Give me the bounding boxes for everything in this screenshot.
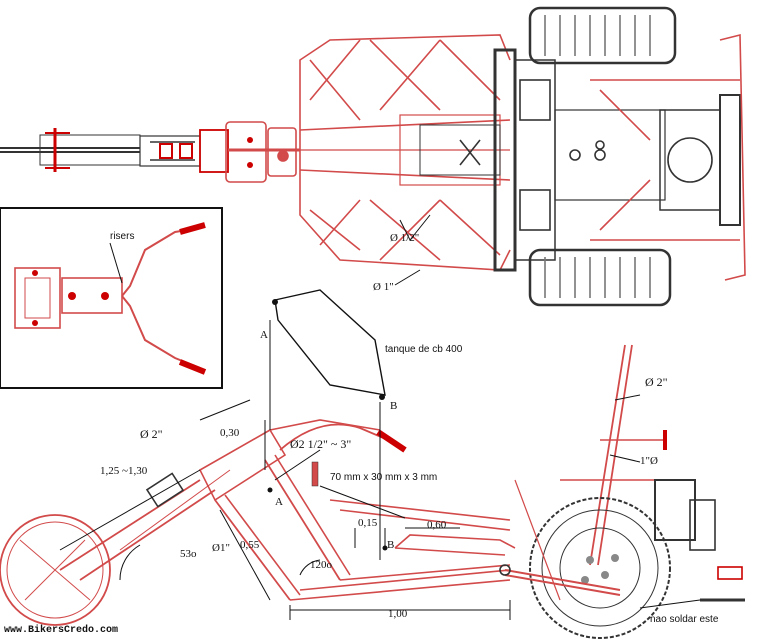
point-a-top-label: A — [260, 329, 268, 341]
watermark-text: www.BikersCredo.com — [4, 625, 119, 636]
dimension-030-label: 0,30 — [220, 427, 240, 439]
point-b-mid-label: B — [387, 539, 395, 551]
profile-size-label: 70 mm x 30 mm x 3 mm — [330, 472, 438, 483]
tube-diameter-one-top-label: Ø 1" — [373, 281, 394, 293]
point-b-top-label: B — [390, 400, 398, 412]
dimension-015-label: 0,15 — [358, 517, 378, 529]
handlebar-detail — [0, 207, 223, 389]
tube-diameter-one-right-label: 1"Ø — [640, 455, 658, 467]
dimension-lines — [59, 320, 701, 620]
dimension-060-label: 0,60 — [427, 519, 447, 531]
top-view — [0, 6, 746, 307]
tank-label: tanque de cb 400 — [385, 344, 463, 355]
angle-120-label: 120o — [310, 559, 332, 571]
tube-diameter-two-left-label: Ø 2" — [140, 427, 163, 441]
tube-diameter-two-top-label: Ø 2" — [645, 375, 668, 389]
tube-diameter-half-label: Ø 1/2" — [390, 232, 420, 244]
point-a-mid-label: A — [275, 496, 283, 508]
fork-tube-diameter-label: Ø1" — [212, 542, 230, 554]
risers-label: risers — [110, 231, 135, 242]
dimension-055-label: 0,55 — [240, 539, 260, 551]
dimension-125-130-label: 1,25 ~1,30 — [100, 465, 148, 477]
no-weld-label: nao soldar este — [650, 614, 719, 625]
side-view — [0, 289, 745, 639]
dimension-100-label: 1,00 — [388, 608, 408, 620]
handlebar-diameter-label: Ø2 1/2" ~ 3" — [290, 437, 352, 451]
angle-53-label: 53o — [180, 548, 197, 560]
